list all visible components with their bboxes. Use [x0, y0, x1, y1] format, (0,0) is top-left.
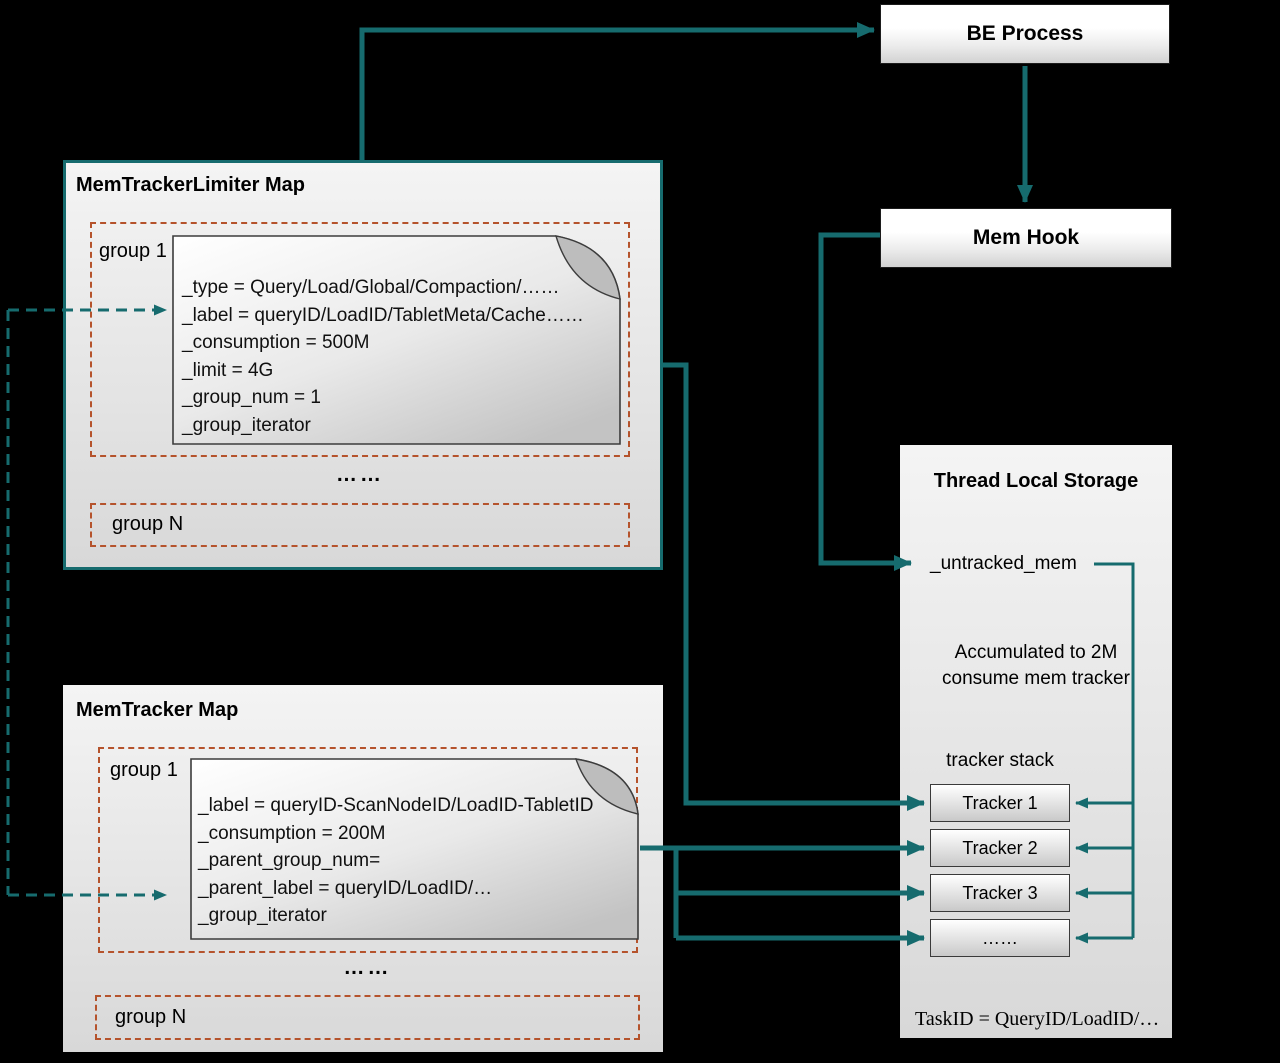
limiter-field-consumption: _consumption = 500M	[182, 332, 370, 354]
limiter-groups-ellipsis: ……	[336, 463, 384, 486]
tracker-more-box: ……	[930, 919, 1070, 957]
tracker-group-n-label: group N	[115, 1006, 187, 1028]
limiter-field-group-num: _group_num = 1	[182, 387, 321, 409]
tracker-3-box: Tracker 3	[930, 874, 1070, 912]
thread-local-storage-title: Thread Local Storage	[933, 470, 1139, 492]
limiter-group-n-label: group N	[112, 513, 184, 535]
tracker-field-consumption: _consumption = 200M	[198, 822, 386, 844]
tracker-doc-fields: _label = queryID-ScanNodeID/LoadID-Table…	[198, 792, 594, 930]
limiter-doc-shape	[172, 235, 621, 445]
mem-hook-box: Mem Hook	[880, 208, 1172, 268]
tracker-doc-shape	[190, 758, 639, 940]
limiter-field-label: _label = queryID/LoadID/TabletMeta/Cache…	[182, 304, 584, 326]
limiter-group-n-box	[90, 503, 630, 547]
tracker-group-n-box	[95, 995, 640, 1040]
tracker-doc-fold-corner	[574, 758, 639, 815]
tracker-group-1-label: group 1	[110, 759, 178, 781]
tracker-stack-label: tracker stack	[946, 750, 1054, 771]
mem-tracker-map-title: MemTracker Map	[76, 699, 239, 721]
task-id-label: TaskID = QueryID/LoadID/…	[915, 1008, 1160, 1030]
accumulate-note: Accumulated to 2M consume mem tracker	[902, 640, 1170, 692]
tracker-more-label: ……	[982, 927, 1018, 948]
mem-tracker-limiter-map-title: MemTrackerLimiter Map	[76, 174, 305, 196]
tracker-field-parent-group-num: _parent_group_num=	[198, 850, 381, 872]
limiter-group-1-label: group 1	[99, 240, 167, 262]
arrow-mem-hook-to-untracked-mem	[818, 232, 912, 571]
limiter-field-type: _type = Query/Load/Global/Compaction/……	[182, 277, 560, 298]
tracker-field-group-iterator: _group_iterator	[198, 905, 327, 927]
tracker-2-label: Tracker 2	[962, 837, 1038, 858]
limiter-field-limit: _limit = 4G	[182, 359, 274, 381]
tracker-groups-ellipsis: ……	[343, 956, 392, 979]
accumulate-note-line2: consume mem tracker	[942, 668, 1130, 689]
untracked-mem-label: _untracked_mem	[930, 553, 1077, 574]
accumulate-note-line1: Accumulated to 2M	[954, 642, 1118, 663]
tracker-1-label: Tracker 1	[962, 792, 1038, 813]
limiter-doc-fold-corner	[555, 235, 621, 300]
arrow-limiter-doc-to-tracker-1	[663, 362, 925, 811]
be-process-box: BE Process	[880, 4, 1170, 64]
mem-hook-label: Mem Hook	[972, 226, 1080, 249]
tracker-field-parent-label: _parent_label = queryID/LoadID/…	[198, 877, 493, 899]
limiter-field-group-iterator: _group_iterator	[182, 414, 311, 436]
arrow-limiter-map-to-be-process	[359, 22, 875, 161]
be-process-label: BE Process	[966, 22, 1084, 45]
limiter-doc-fields: _type = Query/Load/Global/Compaction/…… …	[182, 274, 584, 440]
tracker-2-box: Tracker 2	[930, 829, 1070, 867]
tracker-field-label: _label = queryID-ScanNodeID/LoadID-Table…	[198, 795, 594, 816]
limiter-group-1-box	[90, 222, 630, 457]
tracker-3-label: Tracker 3	[962, 882, 1038, 903]
tracker-1-box: Tracker 1	[930, 784, 1070, 822]
